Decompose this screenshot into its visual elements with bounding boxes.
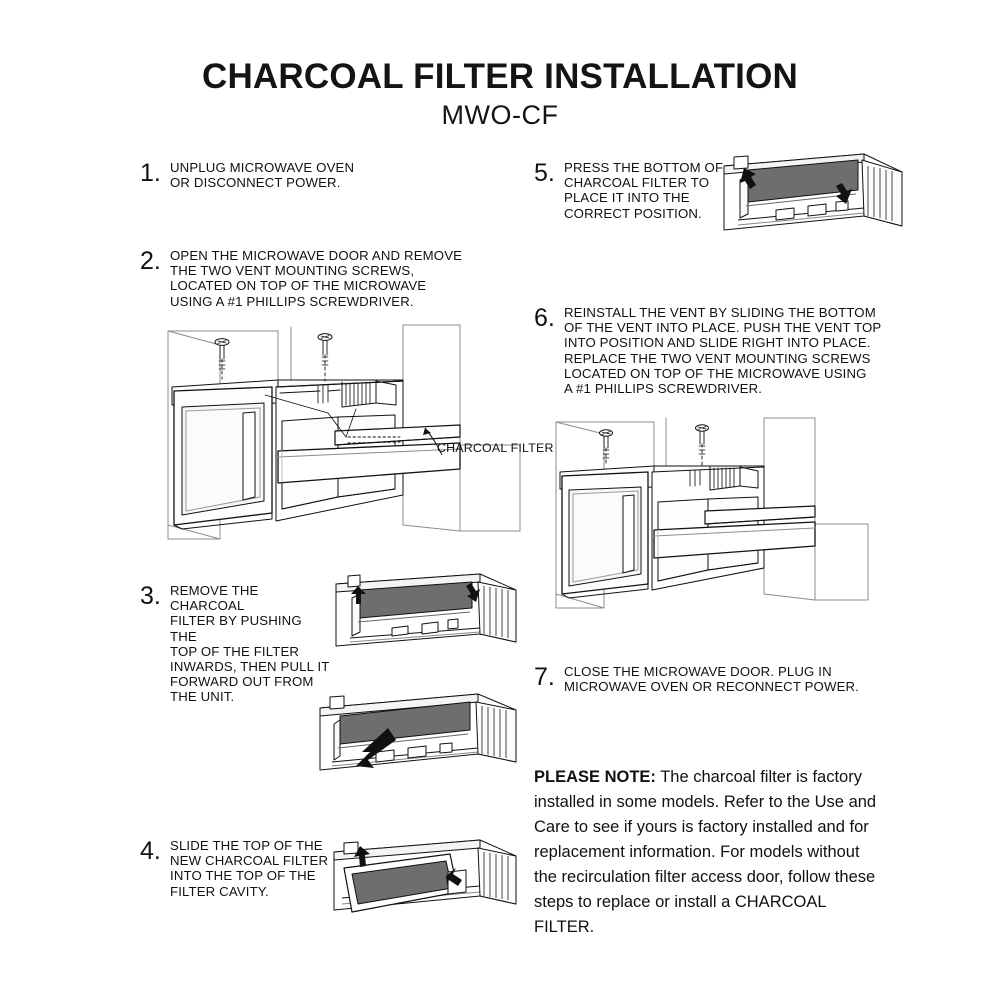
figure-step-3-pull [318,690,523,800]
step-1-number: 1. [140,159,161,187]
step-1-text: UNPLUG MICROWAVE OVEN OR DISCONNECT POWE… [170,160,355,191]
step-7: 7. CLOSE THE MICROWAVE DOOR. PLUG IN MIC… [534,664,904,694]
step-6-number: 6. [534,304,555,332]
step-6-text: REINSTALL THE VENT BY SLIDING THE BOTTOM… [564,305,882,397]
model-subtitle: MWO-CF [441,100,559,130]
page-title: CHARCOAL FILTER INSTALLATION [201,57,798,96]
please-note-lead: PLEASE NOTE: [534,768,656,786]
step-3-text: REMOVE THE CHARCOAL FILTER BY PUSHING TH… [170,583,330,705]
step-6: 6. REINSTALL THE VENT BY SLIDING THE BOT… [534,305,894,396]
callout-charcoal-filter: CHARCOAL FILTER [437,441,554,455]
charcoal-filter-leader-line [418,425,448,457]
please-note-block: PLEASE NOTE: The charcoal filter is fact… [534,765,882,940]
step-4-text: SLIDE THE TOP OF THE NEW CHARCOAL FILTER… [170,838,329,899]
step-7-number: 7. [534,663,555,691]
please-note-text: The charcoal filter is factory installed… [534,768,877,936]
step-2-text: OPEN THE MICROWAVE DOOR AND REMOVE THE T… [170,248,463,309]
step-7-text: CLOSE THE MICROWAVE DOOR. PLUG IN MICROW… [564,664,859,695]
figure-step-3-push [330,572,520,682]
step-2: 2. OPEN THE MICROWAVE DOOR AND REMOVE TH… [140,248,520,309]
figure-step-5 [718,152,908,267]
step-5-number: 5. [534,159,555,187]
figure-step-2 [160,324,550,565]
step-4-number: 4. [140,837,161,865]
step-5: 5. PRESS THE BOTTOM OF CHARCOAL FILTER T… [534,160,734,221]
step-2-number: 2. [140,247,161,275]
step-5-text: PRESS THE BOTTOM OF CHARCOAL FILTER TO P… [564,160,724,221]
figure-step-6 [550,417,890,618]
step-1: 1. UNPLUG MICROWAVE OVEN OR DISCONNECT P… [140,160,500,190]
step-3: 3. REMOVE THE CHARCOAL FILTER BY PUSHING… [140,583,330,705]
figure-step-4 [330,838,520,938]
step-4: 4. SLIDE THE TOP OF THE NEW CHARCOAL FIL… [140,838,330,899]
step-3-number: 3. [140,582,161,610]
